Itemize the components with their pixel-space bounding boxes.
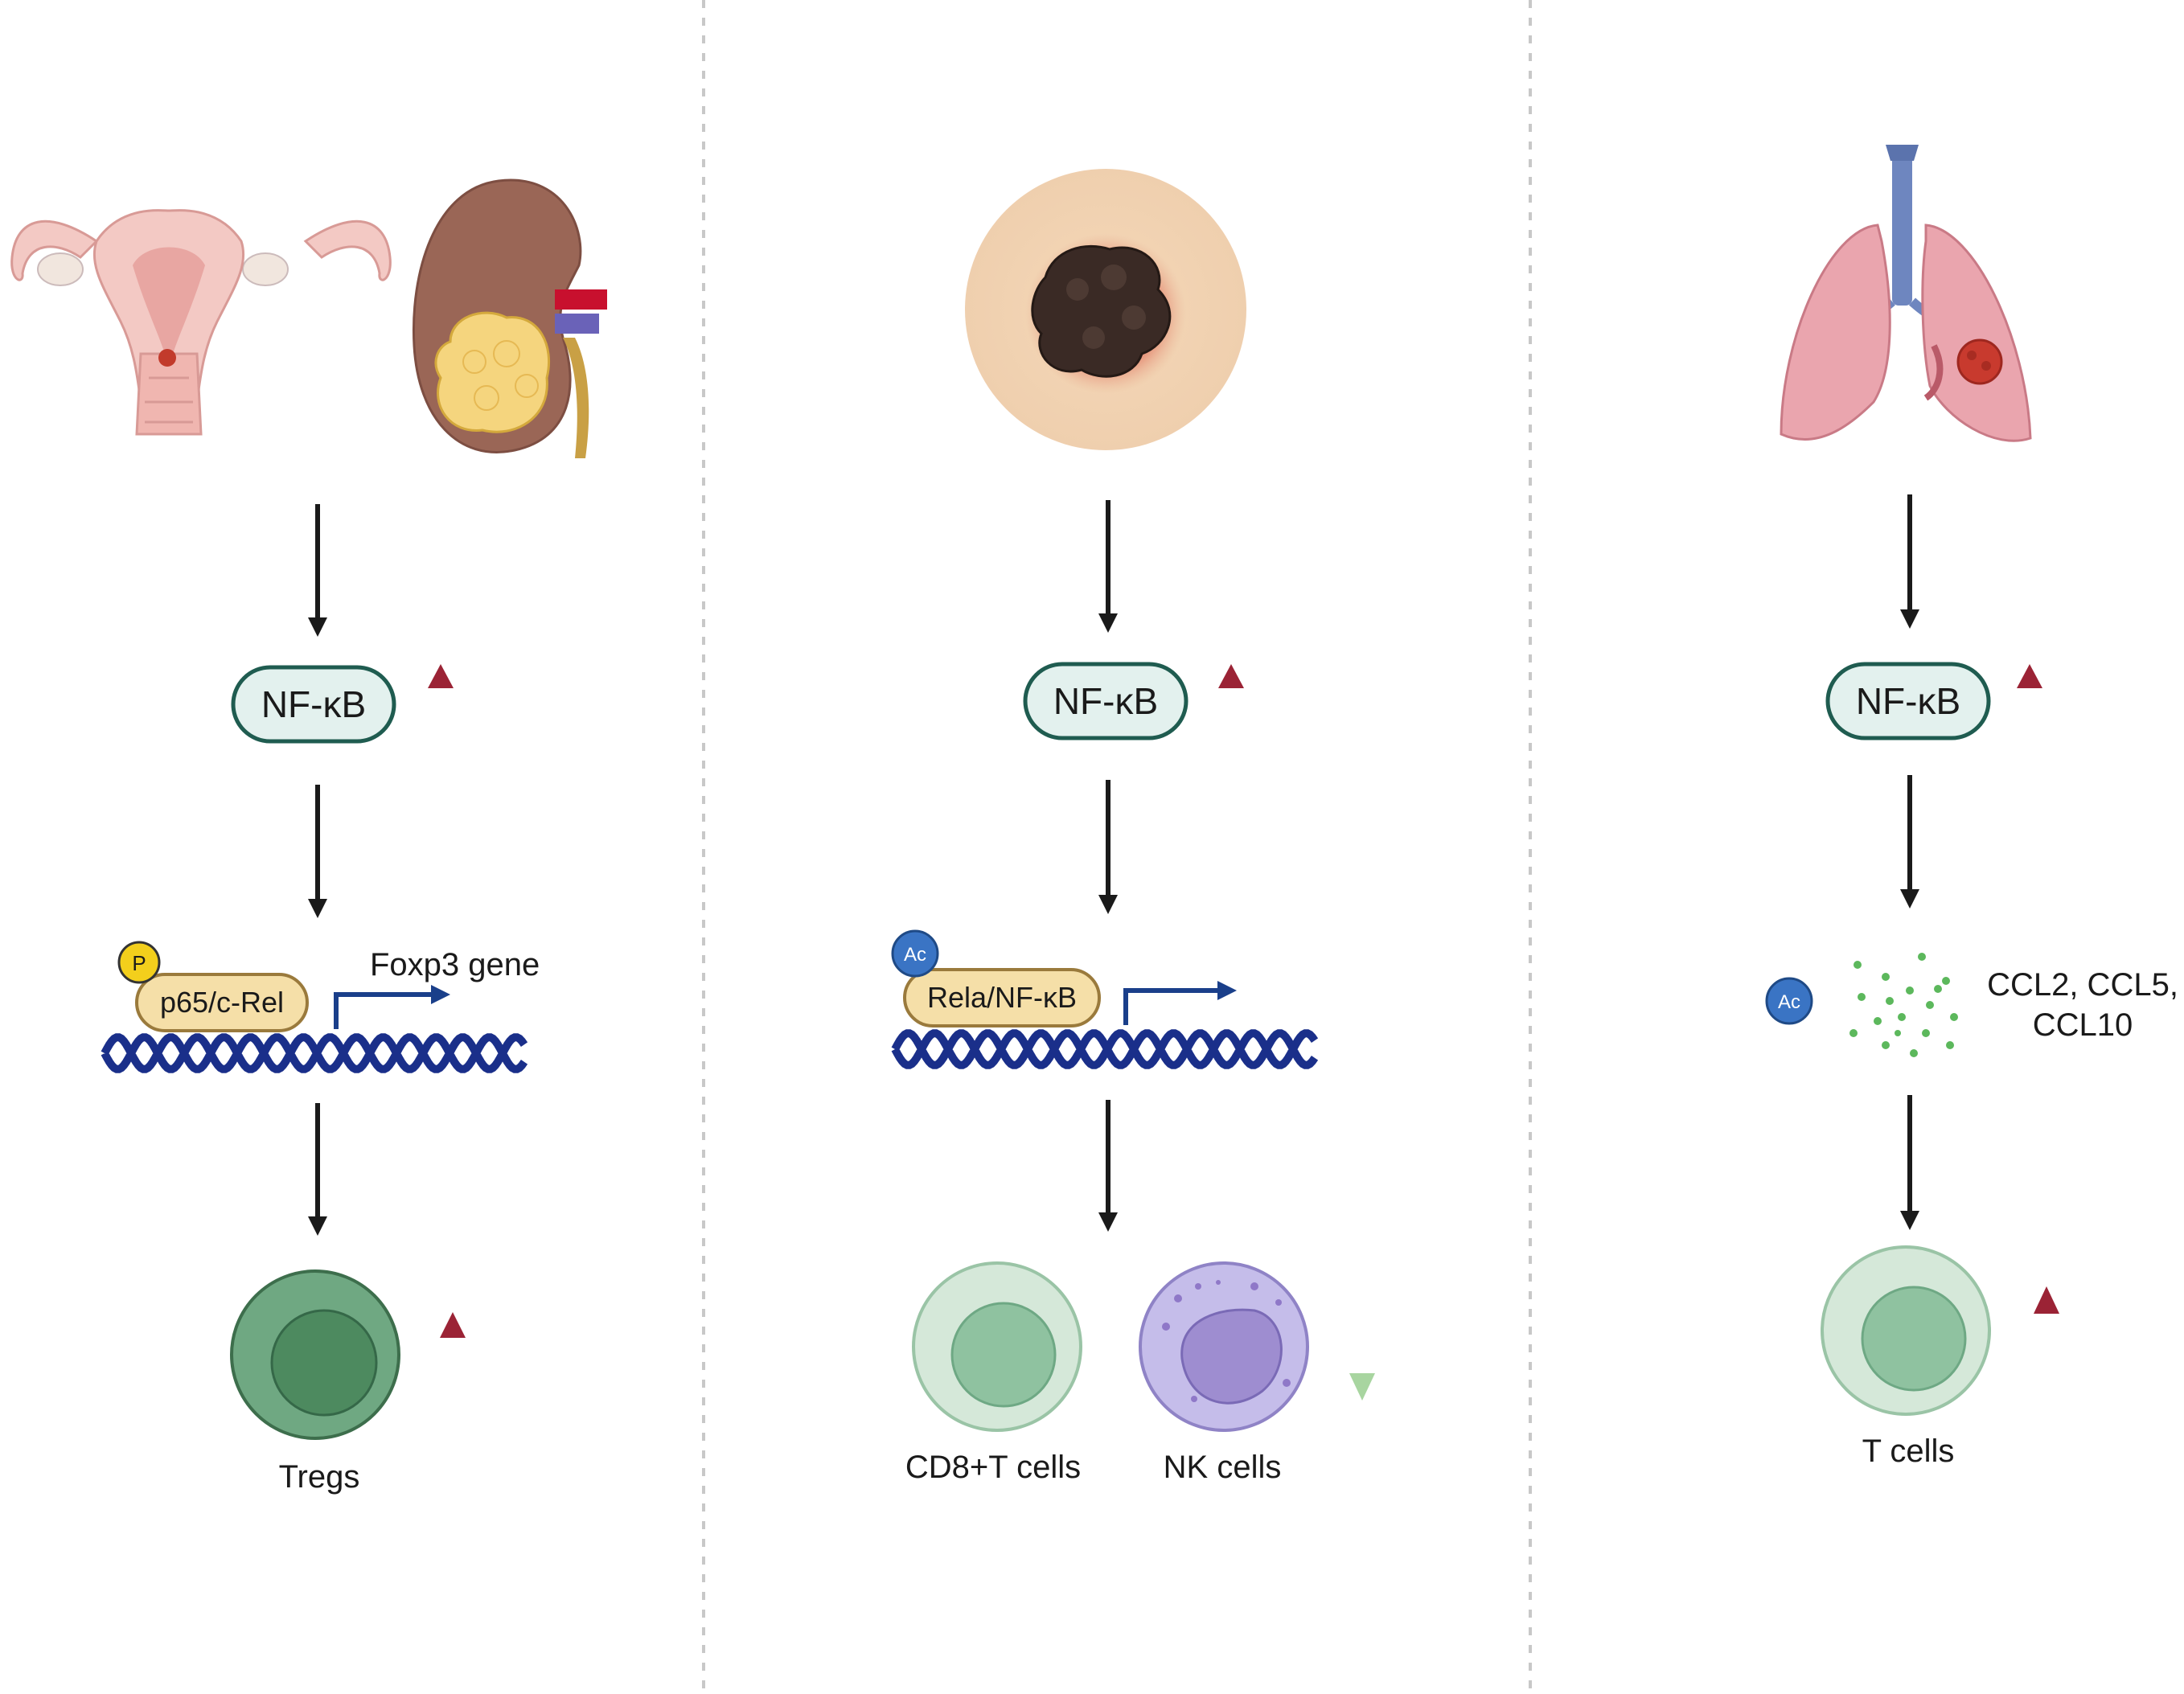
kidney-tumor-icon — [412, 178, 607, 458]
chemokine-label-line1: CCL2, CCL5, — [1987, 967, 2178, 1003]
phospho-badge-label: P — [132, 951, 146, 975]
chemokine-label-line2: CCL10 — [2033, 1007, 2133, 1043]
acetyl-badge-right-label: Ac — [1778, 991, 1800, 1013]
t-cell-icon — [1821, 1245, 1991, 1416]
up-arrow-mid-nfkb — [1218, 664, 1244, 740]
nfkb-pill-mid — [1023, 662, 1188, 740]
transcription-start-arrow-icon-mid — [1123, 981, 1237, 1025]
cell-label-cd8: CD8+T cells — [905, 1450, 1081, 1485]
acetyl-badge-right — [1765, 977, 1813, 1025]
phospho-badge — [117, 941, 161, 984]
nfkb-label-right: NF-κB — [1856, 680, 1960, 722]
dna-helix-icon — [101, 1033, 528, 1073]
factor-label-left: p65/c-Rel — [160, 986, 284, 1019]
nfkb-label-left: NF-κB — [261, 683, 366, 725]
cell-label-tcells: T cells — [1862, 1434, 1955, 1469]
factor-label-mid: Rela/NF-κB — [927, 981, 1077, 1014]
acetyl-badge-mid-label: Ac — [904, 944, 926, 966]
up-arrow-left-nfkb — [428, 664, 454, 740]
nfkb-pill-right — [1825, 662, 1991, 740]
down-arrow-mid — [1349, 1302, 1375, 1401]
up-arrow-right-tcells — [2034, 1286, 2059, 1376]
right-panel: NF-κB Ac CCL2, CCL5, CCL10 T cells — [1765, 145, 2178, 1469]
dna-helix-icon-mid — [891, 1029, 1319, 1069]
gene-label: Foxp3 gene — [370, 947, 540, 982]
cell-label-nk: NK cells — [1164, 1450, 1282, 1485]
uterus-icon — [10, 209, 392, 436]
treg-cell-icon — [230, 1269, 400, 1440]
nfkb-pill-left — [231, 665, 396, 744]
up-arrow-left-tregs — [440, 1312, 466, 1399]
chemokine-dots-icon — [1849, 953, 1958, 1057]
skin-melanoma-icon — [965, 169, 1246, 450]
factor-pill-mid — [903, 968, 1101, 1027]
left-panel: NF-κB p65/c-Rel P Foxp3 gene Tregs — [10, 178, 607, 1495]
nfkb-label-mid: NF-κB — [1053, 680, 1158, 722]
cd8-t-cell-icon — [912, 1261, 1082, 1432]
nk-cell-icon — [1139, 1261, 1309, 1432]
up-arrow-right-nfkb — [2017, 664, 2042, 740]
transcription-start-arrow-icon — [334, 985, 450, 1029]
middle-panel: NF-κB Rela/NF-κB Ac CD8+T cells — [891, 169, 1375, 1485]
acetyl-badge-mid — [891, 929, 939, 978]
factor-pill-left — [135, 973, 309, 1032]
lung-tumor-icon — [1780, 145, 2032, 442]
cell-label-tregs: Tregs — [279, 1459, 360, 1495]
